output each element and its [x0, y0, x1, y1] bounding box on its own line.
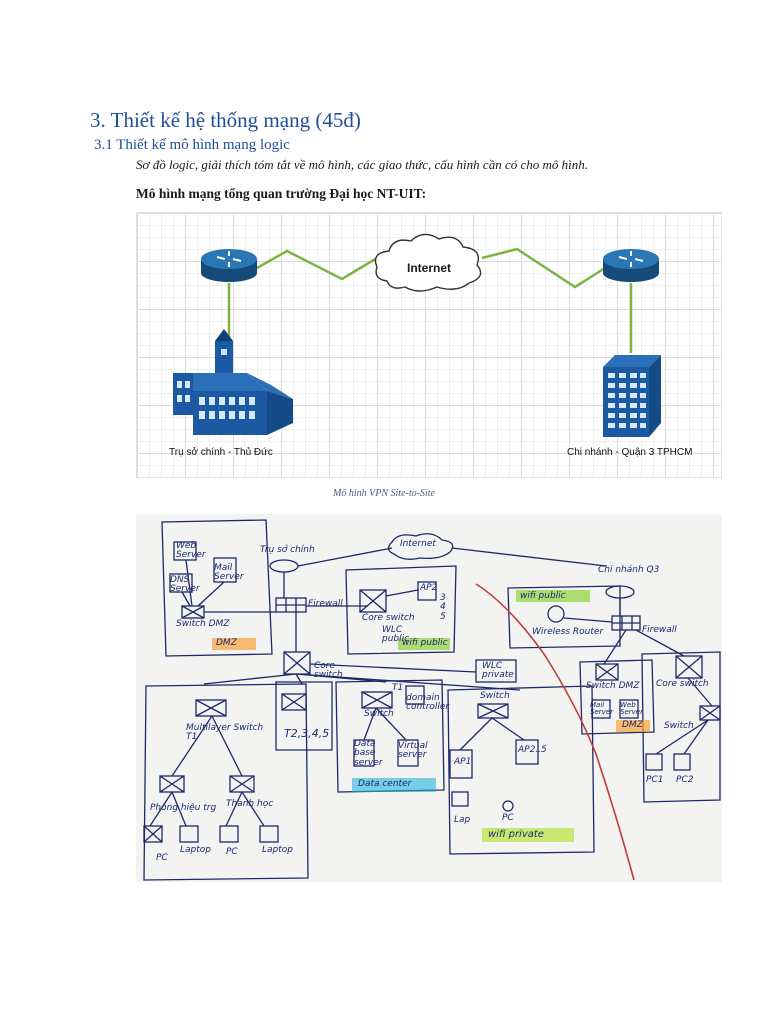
sketch-label-dmz-branch: DMZ [622, 720, 643, 730]
diagram-heading: Mô hình mạng tổng quan trường Đại học NT… [136, 186, 427, 201]
sketch-label-core-switch-branch: Core switch [656, 679, 709, 689]
sketch-label-tru-so-chinh: Trụ sở chính [260, 545, 315, 555]
sketch-label-wifi-public: wifi public [402, 638, 448, 648]
sketch-label-thanh-hoc: Thanh học [226, 799, 274, 809]
section-description: Sơ đồ logic, giải thích tóm tắt về mô hì… [136, 157, 588, 172]
sketch-label-switch-dc: Switch [364, 709, 394, 719]
sketch-label-dmz: DMZ [216, 638, 237, 648]
sketch-label-pc: PC [226, 847, 238, 857]
sketch-label-switch-dmz-branch: Switch DMZ [586, 681, 640, 691]
sketch-label-wifi-public-branch: wifi public [520, 591, 566, 601]
sketch-label-lap: Lap [454, 815, 471, 825]
figure-caption: Mô hình VPN Site-to-Site [333, 488, 435, 499]
branch-label: Chi nhánh - Quận 3 TPHCM [567, 447, 693, 458]
router-icon [603, 249, 659, 282]
sketch-label-ap1: AP1 [454, 757, 472, 767]
cloud-icon [374, 233, 482, 292]
sketch-label-pc2: PC2 [676, 775, 694, 785]
school-building-icon [173, 329, 293, 435]
wan-link-left [256, 249, 378, 281]
sketch-label-laptop: Laptop [180, 845, 211, 855]
vpn-diagram: Internet Trụ sở chính - Thủ Đức Chi nhán… [136, 212, 722, 478]
sketch-label-phong-hieu-truong: Phòng hiệu trg [150, 803, 217, 813]
sketch-label-data-center: Data center [358, 779, 412, 789]
sketch-label-pc1: PC1 [646, 775, 664, 785]
sketch-label-t2345: T2,3,4,5 [284, 727, 330, 740]
sketch-label-core-switch: Core switch [362, 613, 415, 623]
subsection-title: 3.1 Thiết kế mô hình mạng logic [94, 137, 290, 153]
sketch-label-firewall-branch: Firewall [642, 625, 677, 635]
hq-label: Trụ sở chính - Thủ Đức [169, 447, 273, 458]
sketch-label-switch-branch: Switch [664, 721, 694, 731]
sketch-label-pc: PC [502, 813, 514, 823]
sketch-label-wifi-private: wifi private [488, 829, 544, 840]
sketch-label-chi-nhanh: Chi nhánh Q3 [598, 565, 660, 575]
sketch-label-internet: Internet [400, 539, 436, 549]
sketch-label-switch-dmz: Switch DMZ [176, 619, 230, 629]
sketch-label-switch-wifi: Switch [480, 691, 510, 701]
vpn-diagram-drawing [173, 233, 661, 437]
sketch-label-firewall: Firewall [308, 599, 343, 609]
internet-label: Internet [407, 261, 452, 275]
sketch-label-pc: PC [156, 853, 168, 863]
sketch-label-laptop: Laptop [262, 845, 293, 855]
sketch-label-t1: T1 [392, 683, 404, 693]
office-building-icon [603, 355, 661, 437]
sketch-label-ap-list: AP2..5 [518, 745, 547, 755]
router-icon [201, 249, 257, 282]
section-title: 3. Thiết kế hệ thống mạng (45đ) [90, 108, 361, 132]
sketch-drawing [143, 519, 721, 881]
sketch-label-ap2: AP2 [420, 583, 438, 593]
sketch-label-wireless-router: Wireless Router [532, 627, 604, 637]
wan-link-right [481, 247, 606, 289]
